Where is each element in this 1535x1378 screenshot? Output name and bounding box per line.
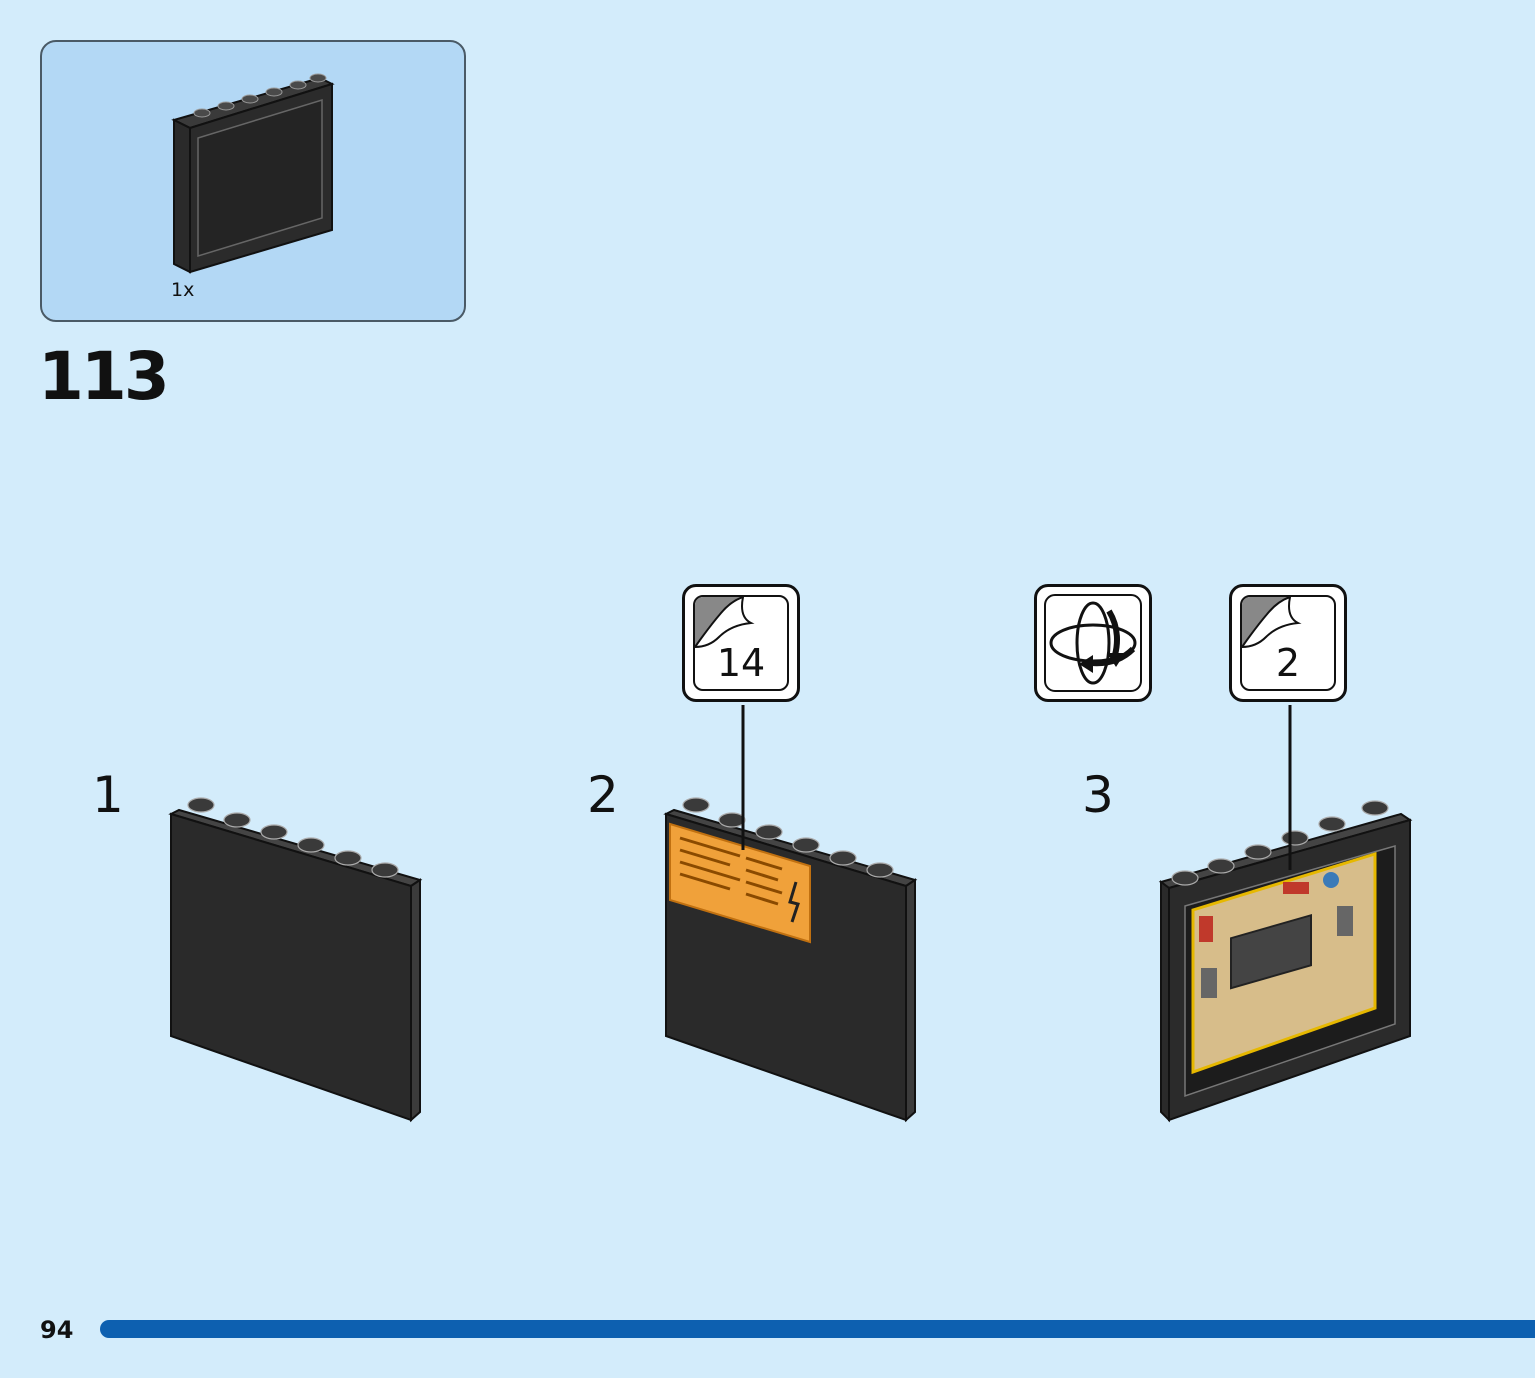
sticker-callout-2: 2 — [1229, 584, 1347, 702]
sticker-peel-icon — [1242, 597, 1302, 649]
brick-panel-3 — [1158, 800, 1413, 1123]
substep-number-3: 3 — [1082, 766, 1114, 824]
part-quantity: 1x — [171, 279, 195, 301]
sticker-number: 2 — [1275, 641, 1301, 685]
brick-panel-1 — [168, 797, 423, 1123]
sticker-number: 14 — [716, 641, 766, 685]
substep-number-2: 2 — [587, 766, 619, 824]
panel-part-icon — [171, 73, 335, 274]
page-number: 94 — [40, 1316, 74, 1344]
progress-bar — [100, 1320, 1535, 1338]
callout-line-3 — [1288, 705, 1292, 870]
rotate-model-callout — [1034, 584, 1152, 702]
step-number: 113 — [38, 338, 170, 415]
sticker-peel-icon — [695, 597, 755, 649]
callout-line-2 — [741, 705, 745, 850]
brick-panel-2 — [663, 797, 918, 1123]
rotate-model-icon — [1044, 594, 1142, 692]
sticker-callout-14: 14 — [682, 584, 800, 702]
substep-number-1: 1 — [92, 766, 124, 824]
warning-sticker — [669, 822, 811, 944]
